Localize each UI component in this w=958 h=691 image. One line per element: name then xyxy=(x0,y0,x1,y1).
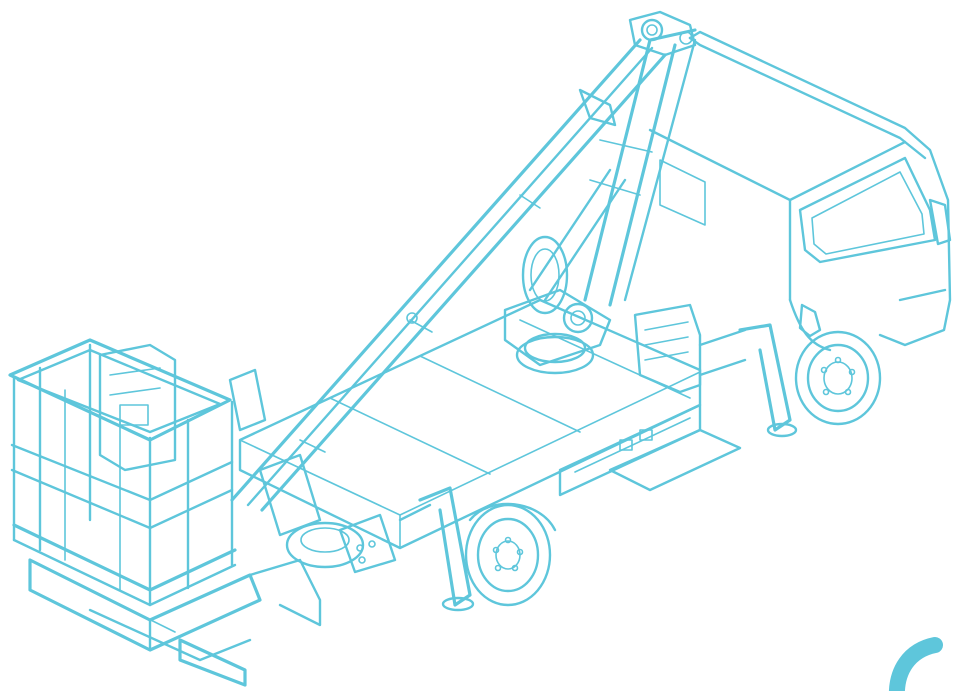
main-telescopic-boom xyxy=(230,38,667,512)
upper-boom-arm xyxy=(583,10,697,307)
truck-cab xyxy=(648,30,952,426)
truck-chassis-deck xyxy=(238,298,798,550)
rear-wheel xyxy=(464,502,557,607)
boom-turret xyxy=(503,235,702,394)
work-platform-basket xyxy=(8,338,322,687)
jib-mount xyxy=(228,368,397,574)
c-arc-logo-icon xyxy=(888,637,943,691)
rear-outriggers xyxy=(398,486,475,612)
